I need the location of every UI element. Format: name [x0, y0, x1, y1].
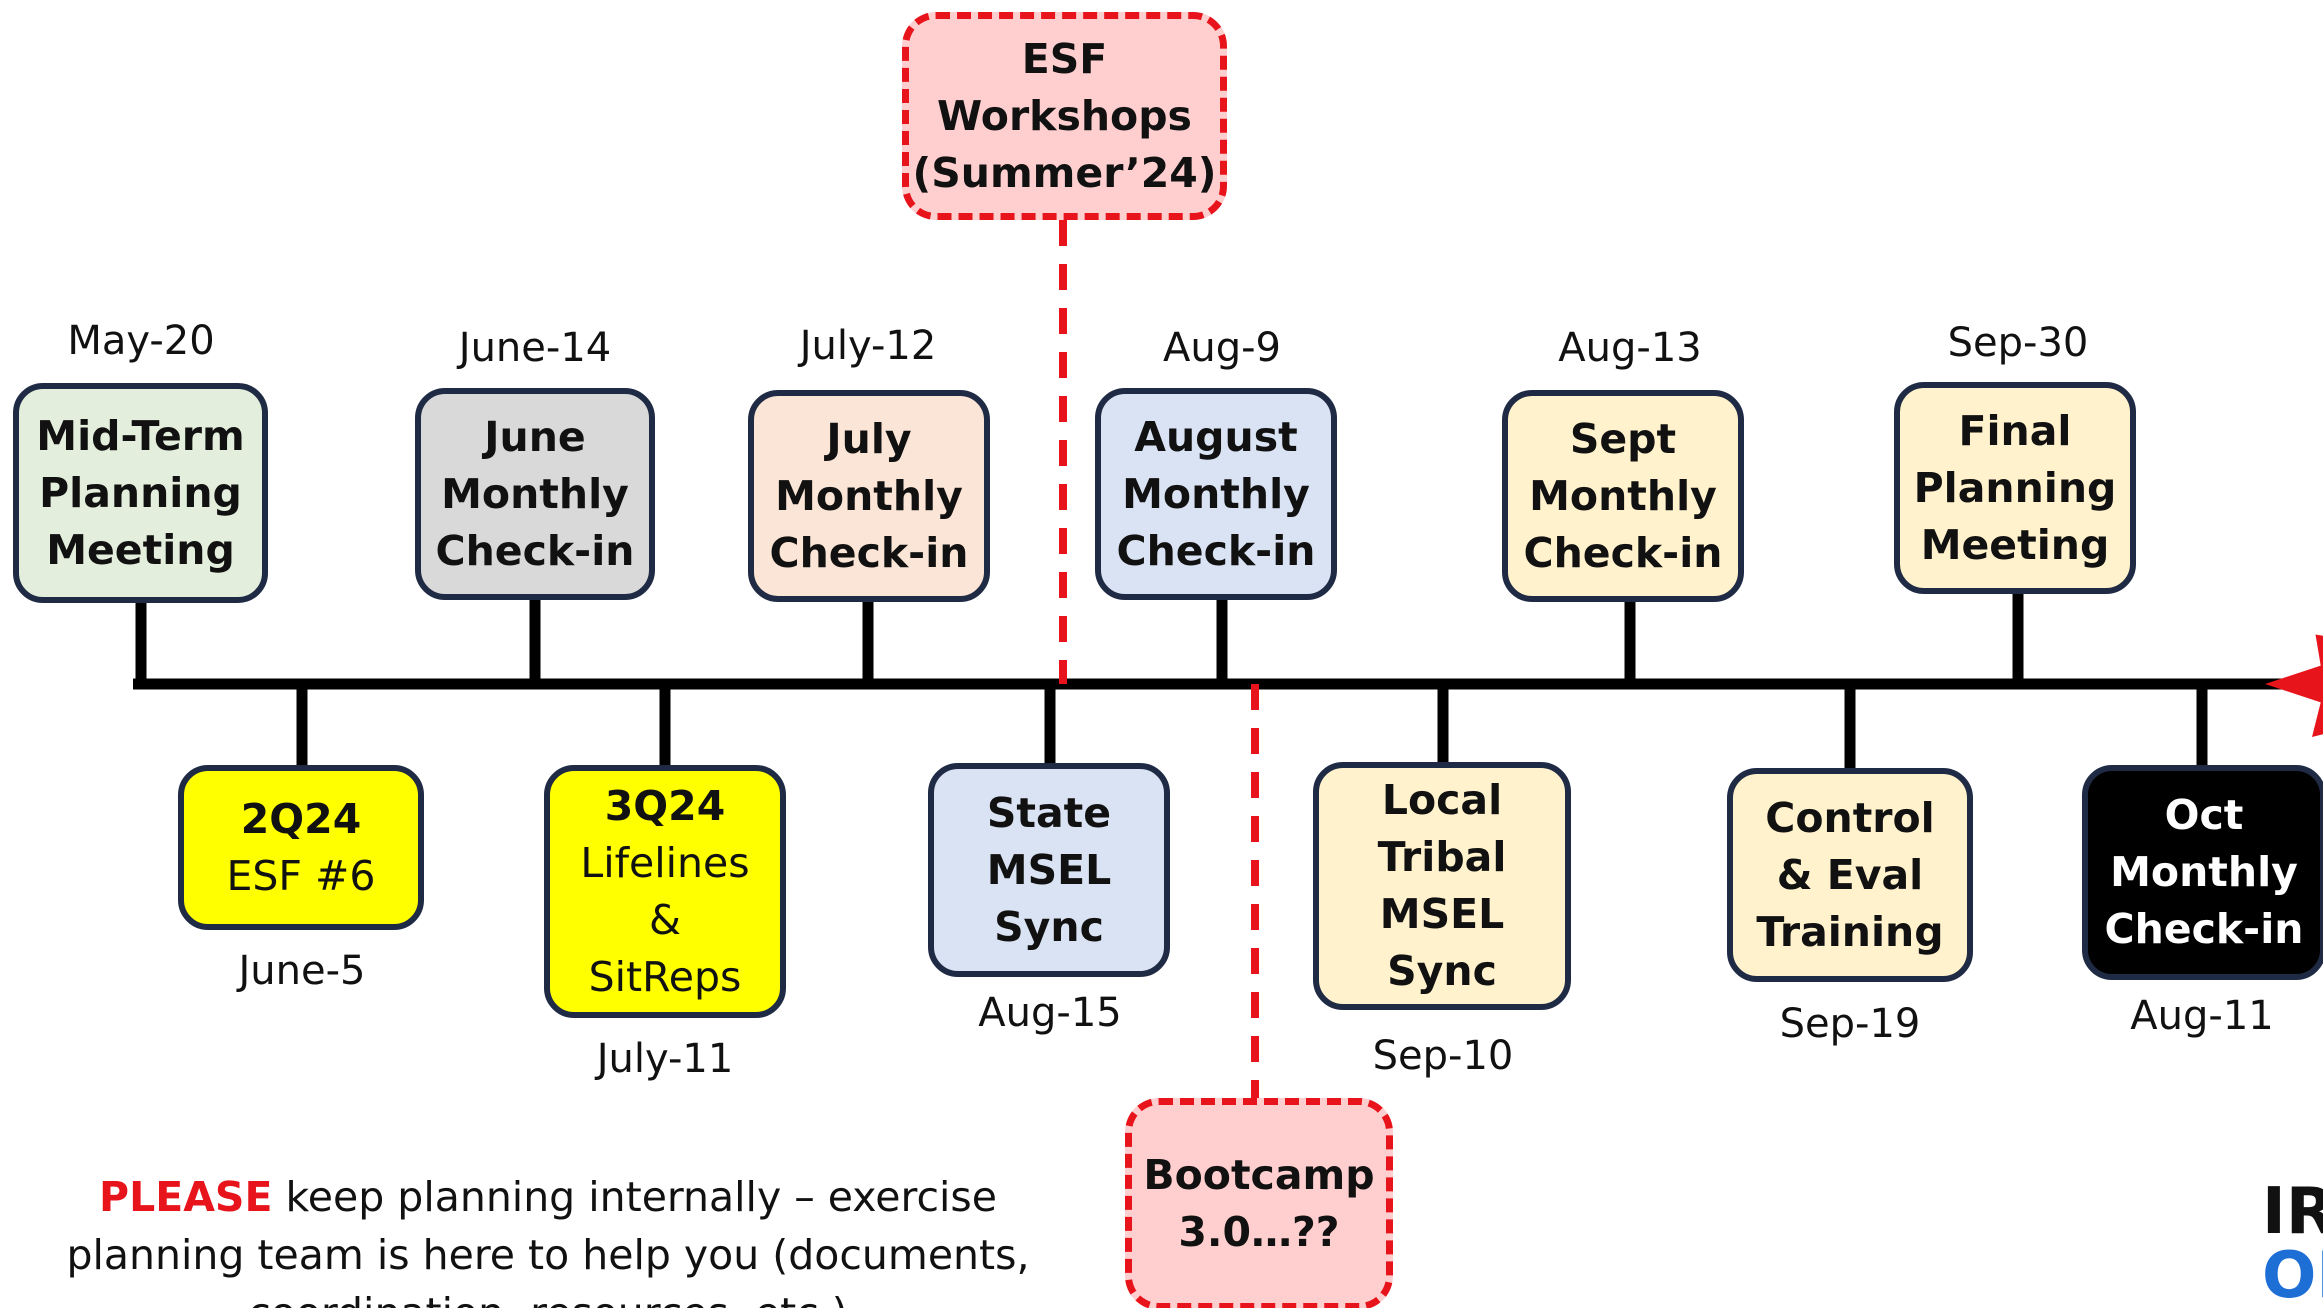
event-label-line: Monthly [441, 469, 629, 518]
event-label-line: Training [1756, 907, 1944, 956]
planning-note: PLEASE keep planning internally – exerci… [28, 1168, 1068, 1308]
event-label-line: & [649, 895, 681, 944]
event-label-line: ESF #6 [226, 851, 376, 900]
workshop-label-line: ESF [1021, 34, 1108, 83]
event-label-line: Sync [1387, 947, 1497, 995]
workshop-box: ESF Workshops (Summer’24) [902, 12, 1227, 220]
event-label-line: Check-in [769, 528, 969, 577]
event-date: Sep-19 [1779, 1001, 1921, 1047]
event-label-line: Planning [1913, 463, 2117, 512]
event-label-line: Oct [2164, 791, 2244, 839]
event-label-line: MSEL [986, 845, 1112, 894]
event-label-line: Check-in [2104, 905, 2304, 953]
event-label-line: Check-in [1523, 528, 1723, 577]
event-date: Sep-10 [1372, 1033, 1514, 1079]
event-label-line: Planning [39, 468, 242, 517]
logo: IR OR [2262, 1180, 2323, 1308]
event-label-line: Monthly [775, 471, 963, 520]
event-label-line: Lifelines [580, 838, 750, 887]
event-label-line: Monthly [1122, 469, 1310, 518]
event-label-line: June [484, 412, 586, 461]
event-label-line: August [1134, 412, 1298, 461]
bootcamp-label-line: 3.0…?? [1178, 1208, 1340, 1256]
event-label-line: MSEL [1379, 890, 1505, 938]
event-label-line: Monthly [2110, 848, 2298, 896]
event-label-line: Monthly [1529, 471, 1717, 520]
event-label-line: Tribal [1377, 833, 1507, 881]
event-label-line: Check-in [435, 526, 635, 575]
event-label-line: Local [1381, 776, 1503, 824]
event-label-line: Control [1765, 793, 1935, 842]
event-label-line: State [986, 788, 1112, 837]
event-date: Sep-30 [1947, 320, 2089, 366]
event-date: Aug-11 [2130, 993, 2274, 1039]
event-label-line: SitReps [588, 952, 742, 1001]
event-label-line: Meeting [1920, 520, 2110, 569]
event-label-line: Final [1958, 406, 2072, 455]
event-date: June-14 [458, 325, 612, 371]
workshop-label-line: (Summer’24) [912, 148, 1217, 197]
event-date: May-20 [67, 318, 215, 364]
event-label-line: July [826, 414, 912, 463]
event-label-line: Sept [1569, 414, 1677, 463]
event-label-line: Meeting [46, 525, 235, 574]
logo-line1: IR [2262, 1175, 2323, 1249]
event-date: July-12 [799, 323, 937, 369]
workshop-label-line: Workshops [937, 91, 1192, 140]
event-label-line: 2Q24 [240, 794, 362, 843]
please-text: PLEASE [99, 1173, 273, 1221]
event-date: June-5 [238, 948, 366, 994]
event-date: July-11 [596, 1036, 734, 1082]
starburst-marker [2265, 634, 2323, 737]
event-label-line: & Eval [1776, 850, 1924, 899]
event-label-line: Check-in [1116, 526, 1316, 575]
bootcamp-box: Bootcamp 3.0…?? [1125, 1098, 1393, 1308]
event-date: Aug-13 [1558, 325, 1702, 371]
bootcamp-label-line: Bootcamp [1143, 1151, 1375, 1199]
logo-line2: OR [2262, 1239, 2323, 1308]
note-text: keep planning internally – exercise plan… [66, 1173, 1030, 1308]
event-label-line: 3Q24 [604, 781, 726, 830]
event-date: Aug-9 [1163, 325, 1281, 371]
event-date: Aug-15 [978, 990, 1122, 1036]
event-label-line: Mid-Term [36, 411, 245, 460]
event-label-line: Sync [994, 902, 1104, 951]
